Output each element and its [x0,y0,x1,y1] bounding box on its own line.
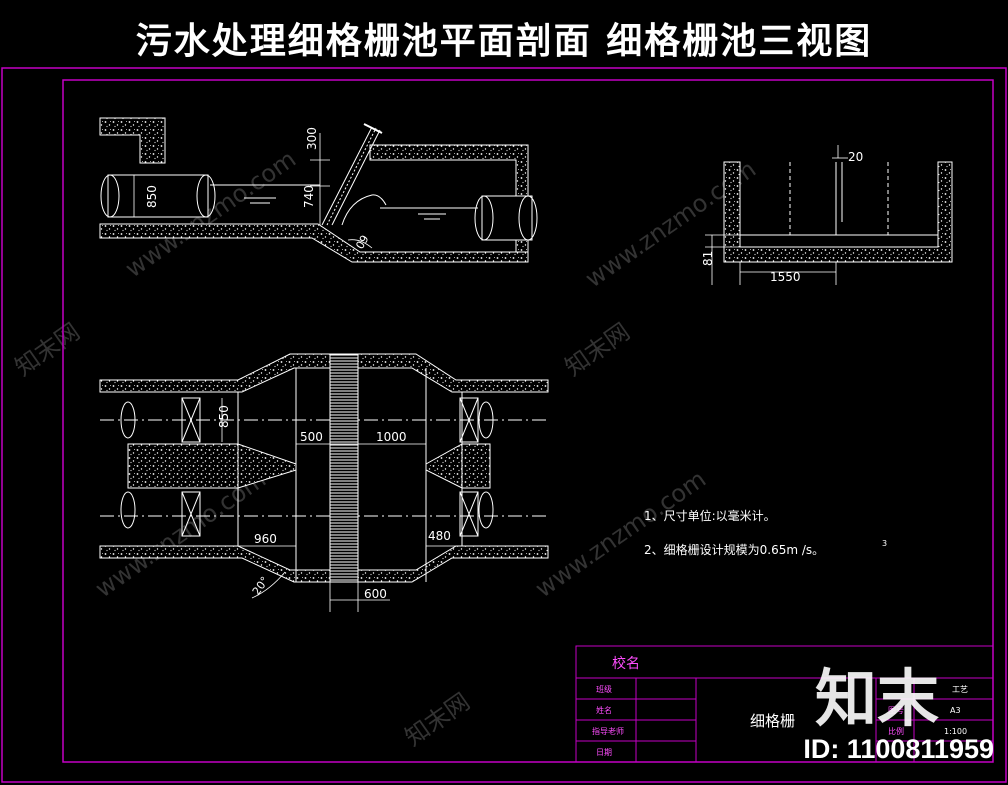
brand-logo: 知末 [815,662,940,735]
dim-850-plan: 850 [217,405,231,428]
note-1: 1、尺寸单位:以毫米计。 [644,508,776,523]
dim-600-plan: 600 [364,587,387,601]
section-view: 850 300 740 09 [99,117,538,263]
table-row-label: 日期 [596,748,612,757]
outer-frame [1,67,1007,783]
dim-850-section: 850 [145,185,159,208]
table-row-label: 班级 [596,684,612,694]
table-value-v1: A3 [950,706,961,715]
dim-1000-plan: 1000 [376,430,407,444]
table-school: 校名 [612,655,640,672]
dim-480-plan: 480 [428,529,451,543]
dim-500-plan: 500 [300,430,323,444]
table-row-label: 指导老师 [592,726,624,736]
table-top-value: 工艺 [952,685,968,694]
inner-frame [62,79,994,763]
dim-angle-section: 09 [353,233,371,252]
dim-angle-plan: 20° [250,574,272,597]
note-superscript: 3 [882,539,887,548]
dim-20-side: 20 [848,150,863,164]
dim-1550-side: 1550 [770,270,801,284]
table-value-v2: 1:100 [944,727,967,736]
table-row-label: 姓名 [596,705,612,715]
note-2: 2、细格栅设计规模为0.65m /s。 [644,542,824,557]
image-id: ID: 1100811959 [803,734,994,764]
plan-view: 850 500 1000 960 480 600 20° [99,353,549,612]
title-block [575,645,994,763]
table-label-r1: 图号 [888,706,904,715]
dim-740-section: 740 [302,185,316,208]
dim-960-plan: 960 [254,532,277,546]
side-view: 20 1550 81 [701,145,953,285]
drawing-title: 污水处理细格栅池平面剖面 细格栅池三视图 [135,21,873,62]
drawing-name: 细格栅 [750,712,795,730]
table-label-r2: 比例 [888,726,904,736]
dim-300-section: 300 [305,127,319,150]
dim-81-side: 81 [701,251,715,266]
